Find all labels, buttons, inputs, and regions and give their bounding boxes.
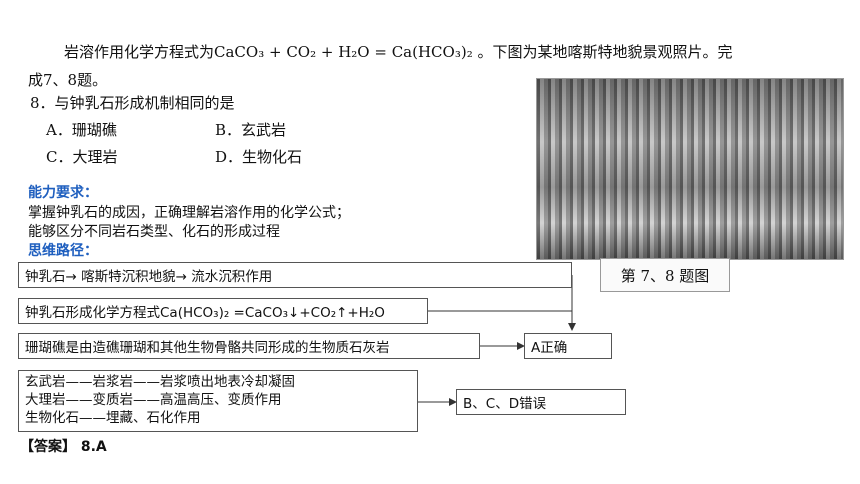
ability-heading: 能力要求： <box>28 185 98 201</box>
option-b: B．玄武岩 <box>215 121 287 139</box>
flow-box-coral: 珊瑚礁是由造礁珊瑚和其他生物骨骼共同形成的生物质石灰岩 <box>18 333 480 359</box>
thinking-heading: 思维路径： <box>28 243 98 259</box>
option-c: C．大理岩 <box>46 148 118 166</box>
result-a-correct: A正确 <box>524 333 612 359</box>
answer-line: 【答案】 8.A <box>20 439 107 455</box>
rock-line-fossil: 生物化石——埋藏、石化作用 <box>25 410 201 426</box>
rock-line-marble: 大理岩——变质岩——高温高压、变质作用 <box>25 392 282 408</box>
option-d: D．生物化石 <box>215 148 303 166</box>
rock-line-basalt: 玄武岩——岩浆岩——岩浆喷出地表冷却凝固 <box>25 374 295 390</box>
question-stem: 8．与钟乳石形成机制相同的是 <box>30 94 235 112</box>
flow-box-stalactite: 钟乳石→ 喀斯特沉积地貌→ 流水沉积作用 <box>18 262 572 288</box>
ability-line-2: 能够区分不同岩石类型、化石的形成过程 <box>28 224 280 240</box>
flow-box-rocks: 玄武岩——岩浆岩——岩浆喷出地表冷却凝固 大理岩——变质岩——高温高压、变质作用… <box>18 370 418 432</box>
result-bcd-wrong: B、C、D错误 <box>456 389 626 415</box>
flow-box-equation: 钟乳石形成化学方程式Ca(HCO₃)₂ =CaCO₃↓+CO₂↑+H₂O <box>18 298 428 324</box>
ability-line-1: 掌握钟乳石的成因，正确理解岩溶作用的化学公式； <box>28 205 350 221</box>
intro-line-2: 成7、8题。 <box>28 71 108 89</box>
intro-text: 岩溶作用化学方程式为CaCO₃ + CO₂ + H₂O = Ca(HCO₃)₂ … <box>28 38 840 94</box>
karst-photo <box>536 78 844 260</box>
figure-caption: 第 7、8 题图 <box>600 258 730 292</box>
option-a: A．珊瑚礁 <box>46 121 117 139</box>
intro-line-1: 岩溶作用化学方程式为CaCO₃ + CO₂ + H₂O = Ca(HCO₃)₂ … <box>64 43 733 61</box>
